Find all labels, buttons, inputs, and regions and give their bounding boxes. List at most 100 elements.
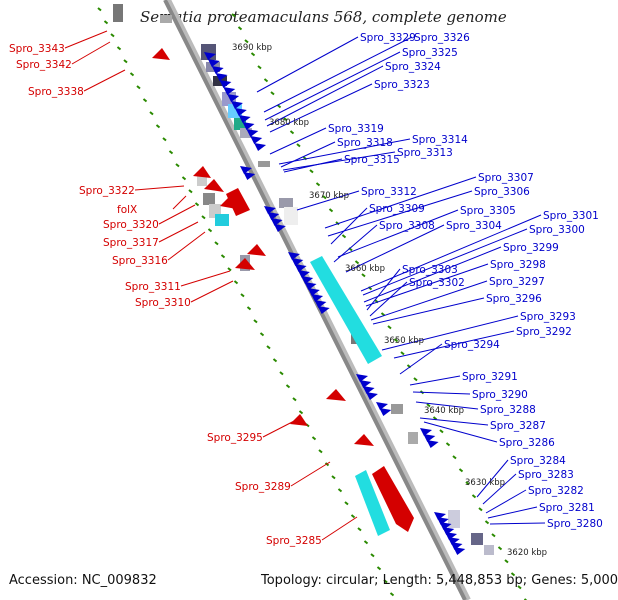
gene-block[interactable] xyxy=(197,176,207,186)
gene-block[interactable] xyxy=(279,198,293,208)
gene-block[interactable] xyxy=(484,545,494,555)
forward-gene-arrow[interactable] xyxy=(250,136,263,144)
gene-label-left[interactable]: Spro_3311 xyxy=(125,281,181,293)
forward-gene-arrow[interactable] xyxy=(234,108,247,116)
gene-label-right[interactable]: Spro_3303 xyxy=(402,264,458,276)
forward-gene-arrow[interactable] xyxy=(311,294,324,302)
gene-block[interactable] xyxy=(215,214,229,226)
forward-gene-arrow[interactable] xyxy=(230,101,243,109)
gene-block[interactable] xyxy=(240,128,252,138)
gene-block[interactable] xyxy=(113,4,123,22)
forward-gene-arrow[interactable] xyxy=(240,166,252,174)
gene-label-right[interactable]: Spro_3305 xyxy=(460,205,516,217)
gene-block[interactable] xyxy=(258,161,270,167)
gene-block[interactable] xyxy=(448,510,460,528)
gene-block[interactable] xyxy=(160,15,172,23)
gene-label-left[interactable]: Spro_3338 xyxy=(28,86,84,98)
gene-label-left[interactable]: Spro_3310 xyxy=(135,297,191,309)
gene-label-right[interactable]: Spro_3312 xyxy=(361,186,417,198)
cyan-gene-block[interactable] xyxy=(310,256,382,364)
gene-label-right[interactable]: Spro_3283 xyxy=(518,469,574,481)
forward-gene-arrow[interactable] xyxy=(273,224,286,232)
gene-label-right[interactable]: Spro_3291 xyxy=(462,371,518,383)
gene-label-left[interactable]: Spro_3320 xyxy=(103,219,159,231)
forward-gene-arrow[interactable] xyxy=(436,517,449,525)
gene-label-left[interactable]: folX xyxy=(117,204,137,216)
gene-label-right[interactable]: Spro_3309 xyxy=(369,203,425,215)
gene-block[interactable] xyxy=(471,533,483,545)
gene-label-right[interactable]: Spro_3314 xyxy=(412,134,468,146)
gene-label-left[interactable]: Spro_3316 xyxy=(112,255,168,267)
gene-label-right[interactable]: Spro_3293 xyxy=(520,311,576,323)
forward-gene-arrow[interactable] xyxy=(227,94,240,102)
forward-gene-arrow[interactable] xyxy=(314,300,327,308)
forward-gene-arrow[interactable] xyxy=(356,374,368,382)
reverse-gene-arrow[interactable] xyxy=(193,166,211,178)
reverse-gene-arrow[interactable] xyxy=(290,414,308,426)
gene-label-right[interactable]: Spro_3286 xyxy=(499,437,555,449)
forward-gene-arrow[interactable] xyxy=(450,542,463,550)
gene-label-left[interactable]: Spro_3322 xyxy=(79,185,135,197)
forward-gene-arrow[interactable] xyxy=(434,512,446,520)
gene-label-right[interactable]: Spro_3304 xyxy=(446,220,502,232)
forward-gene-arrow[interactable] xyxy=(442,527,455,535)
gene-label-right[interactable]: Spro_3287 xyxy=(490,420,546,432)
gene-label-right[interactable]: Spro_3302 xyxy=(409,277,465,289)
forward-gene-arrow[interactable] xyxy=(215,73,228,81)
forward-gene-arrow[interactable] xyxy=(420,428,432,436)
gene-label-right[interactable]: Spro_3288 xyxy=(480,404,536,416)
forward-gene-arrow[interactable] xyxy=(362,386,375,394)
forward-gene-arrow[interactable] xyxy=(219,80,232,88)
gene-label-right[interactable]: Spro_3313 xyxy=(397,147,453,159)
gene-label-right[interactable]: Spro_3297 xyxy=(489,276,545,288)
forward-gene-arrow[interactable] xyxy=(439,522,452,530)
gene-label-right[interactable]: Spro_3326 xyxy=(414,32,470,44)
gene-block[interactable] xyxy=(284,207,298,225)
forward-gene-arrow[interactable] xyxy=(267,212,280,220)
reverse-gene-arrow[interactable] xyxy=(152,48,170,60)
forward-gene-arrow[interactable] xyxy=(307,288,320,296)
forward-gene-arrow[interactable] xyxy=(445,532,457,540)
reverse-gene-arrow[interactable] xyxy=(247,244,266,256)
gene-label-left[interactable]: Spro_3285 xyxy=(266,535,322,547)
gene-block[interactable] xyxy=(391,404,403,414)
gene-label-right[interactable]: Spro_3301 xyxy=(543,210,599,222)
forward-gene-arrow[interactable] xyxy=(304,282,317,290)
gene-label-left[interactable]: Spro_3342 xyxy=(16,59,72,71)
gene-label-right[interactable]: Spro_3306 xyxy=(474,186,530,198)
forward-gene-arrow[interactable] xyxy=(246,129,259,137)
gene-label-left[interactable]: Spro_3289 xyxy=(235,481,291,493)
reverse-gene-arrow[interactable] xyxy=(372,466,414,532)
gene-label-right[interactable]: Spro_3315 xyxy=(344,154,400,166)
gene-label-right[interactable]: Spro_3282 xyxy=(528,485,584,497)
forward-gene-arrow[interactable] xyxy=(204,52,216,60)
forward-gene-arrow[interactable] xyxy=(223,87,236,95)
gene-label-right[interactable]: Spro_3307 xyxy=(478,172,534,184)
gene-label-right[interactable]: Spro_3324 xyxy=(385,61,441,73)
forward-gene-arrow[interactable] xyxy=(291,258,304,266)
gene-label-right[interactable]: Spro_3284 xyxy=(510,455,566,467)
gene-label-right[interactable]: Spro_3319 xyxy=(328,123,384,135)
gene-label-right[interactable]: Spro_3296 xyxy=(486,293,542,305)
gene-label-right[interactable]: Spro_3299 xyxy=(503,242,559,254)
gene-label-right[interactable]: Spro_3290 xyxy=(472,389,528,401)
forward-gene-arrow[interactable] xyxy=(423,434,436,442)
gene-label-right[interactable]: Spro_3318 xyxy=(337,137,393,149)
reverse-gene-arrow[interactable] xyxy=(354,434,374,446)
gene-block[interactable] xyxy=(203,193,215,205)
forward-gene-arrow[interactable] xyxy=(453,547,466,555)
gene-label-left[interactable]: Spro_3317 xyxy=(103,237,159,249)
gene-label-right[interactable]: Spro_3298 xyxy=(490,259,546,271)
reverse-gene-arrow[interactable] xyxy=(204,179,224,192)
gene-label-right[interactable]: Spro_3292 xyxy=(516,326,572,338)
forward-gene-arrow[interactable] xyxy=(426,440,439,448)
gene-label-left[interactable]: Spro_3343 xyxy=(9,43,65,55)
reverse-gene-arrow[interactable] xyxy=(235,258,255,270)
forward-gene-arrow[interactable] xyxy=(297,270,310,278)
forward-gene-arrow[interactable] xyxy=(301,276,314,284)
gene-label-right[interactable]: Spro_3329 xyxy=(360,32,416,44)
forward-gene-arrow[interactable] xyxy=(211,66,224,74)
forward-gene-arrow[interactable] xyxy=(365,392,378,400)
forward-gene-arrow[interactable] xyxy=(254,143,267,151)
